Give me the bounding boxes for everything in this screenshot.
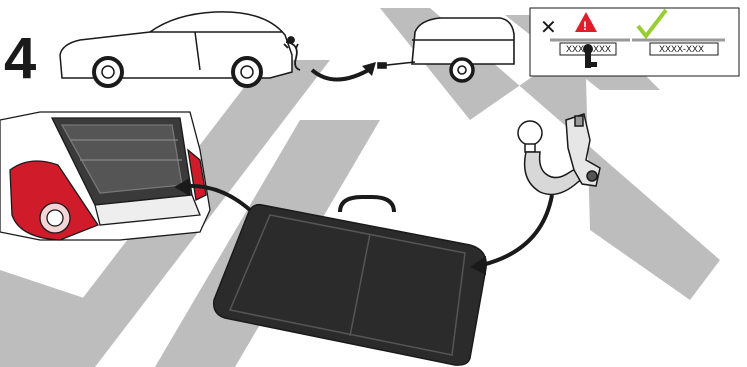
step-number: 4 <box>4 26 36 91</box>
car-side-view <box>60 12 292 86</box>
storage-bag <box>214 197 486 365</box>
warning-exclamation: ! <box>583 19 587 33</box>
tow-ball-icon <box>518 114 600 194</box>
license-plate-panel: ✕ ! XXXX-XXX XXXX-XXX <box>530 8 739 76</box>
correct-plate-text: XXXX-XXX <box>659 44 704 54</box>
curved-arrow-icon <box>482 195 552 265</box>
wrong-mark-icon: ✕ <box>540 15 557 39</box>
car-rear-open-trunk <box>0 112 210 240</box>
